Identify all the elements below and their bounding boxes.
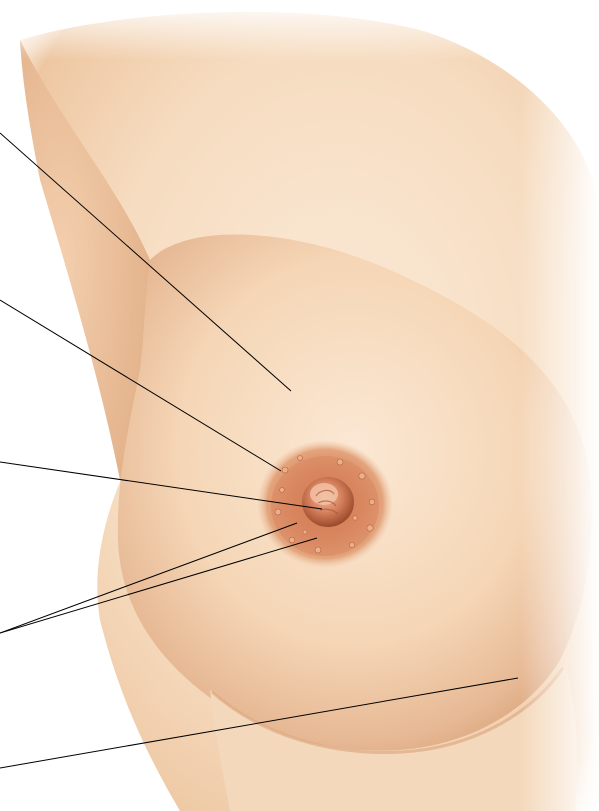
top-fade — [0, 0, 599, 60]
right-fade — [520, 0, 599, 811]
